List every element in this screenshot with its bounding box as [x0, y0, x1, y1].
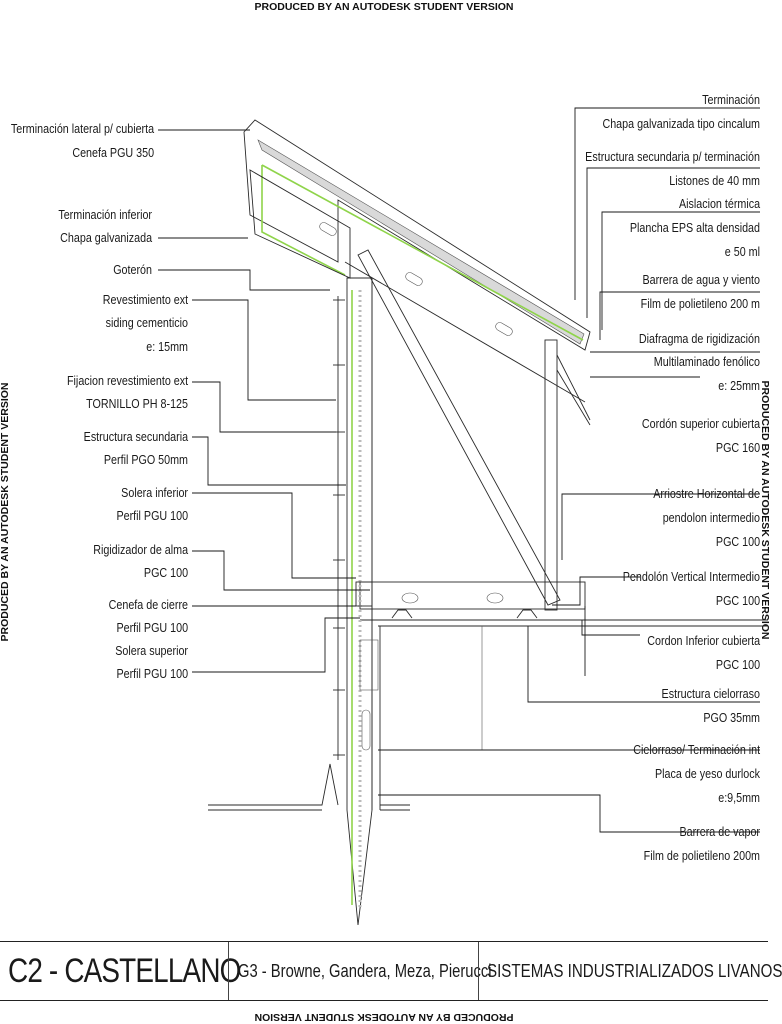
label-barrera-vapor-l2: Film de polietileno 200m [644, 849, 760, 863]
left-labels: Terminación lateral p/ cubierta Cenefa P… [11, 122, 189, 681]
left-leaders [158, 129, 370, 673]
label-cordon-superior-l1: Cordón superior cubierta [642, 417, 761, 431]
label-fijacion-l2: TORNILLO PH 8-125 [86, 397, 188, 411]
label-diafragma-l2: Multilaminado fenólico [654, 355, 760, 369]
group-members: G3 - Browne, Gandera, Meza, Pierucci [238, 960, 492, 981]
watermark-bottom: PRODUCED BY AN AUTODESK STUDENT VERSION [254, 1011, 513, 1023]
label-solera-inferior-l2: Perfil PGU 100 [116, 509, 188, 523]
bottom-chord [359, 581, 586, 610]
label-terminacion-l2: Chapa galvanizada tipo cincalum [602, 117, 760, 131]
break-line-left [208, 763, 339, 806]
label-revestimiento-l2: siding cementicio [106, 316, 188, 330]
right-leaders [378, 107, 760, 833]
label-revestimiento-l1: Revestimiento ext [103, 293, 189, 307]
watermark-top: PRODUCED BY AN AUTODESK STUDENT VERSION [254, 1, 513, 13]
label-rigidizador-l2: PGC 100 [144, 566, 189, 580]
roof-eave-assembly [208, 119, 768, 926]
label-goteron: Goterón [113, 263, 152, 277]
label-cielorraso-l2: Placa de yeso durlock [655, 767, 760, 781]
cordon-inner-edge [344, 261, 586, 403]
roof-membrane-line [261, 164, 584, 341]
ceiling-clips [391, 592, 538, 619]
label-revestimiento-l3: e: 15mm [146, 340, 188, 354]
label-solera-superior-l2: Perfil PGU 100 [116, 667, 188, 681]
label-barrera-agua-l1: Barrera de agua y viento [642, 273, 760, 287]
label-arriostre-l1: Arriostre Horizontal de [653, 487, 760, 501]
label-diafragma-l1: Diafragma de rigidización [639, 332, 760, 346]
label-estructura-secundaria-l1: Estructura secundaria [84, 430, 189, 444]
label-estructura-secundaria-l2: Perfil PGO 50mm [104, 453, 188, 467]
label-arriostre-l2: pendolon intermedio [663, 511, 760, 525]
fascia-membrane-line [261, 165, 346, 276]
label-terminacion-l1: Terminación [702, 93, 760, 107]
label-rigidizador-l1: Rigidizador de alma [93, 543, 188, 557]
label-solera-superior-l1: Solera superior [115, 644, 188, 658]
right-labels: Terminación Chapa galvanizada tipo cinca… [585, 93, 761, 863]
label-aislacion-l3: e 50 ml [725, 245, 760, 259]
label-cordon-inferior-l2: PGC 100 [716, 658, 761, 672]
title-block: C2 - CASTELLANO G3 - Browne, Gandera, Me… [0, 941, 782, 1001]
siding-screws [333, 299, 345, 756]
roof-insulation-band [257, 139, 585, 345]
roof-fascia-outline [243, 119, 591, 351]
label-terminacion-inferior-l2: Chapa galvanizada [60, 231, 152, 245]
pendolon-brace-2 [556, 369, 591, 426]
label-estructura-terminacion-l2: Listones de 40 mm [669, 174, 760, 188]
label-diafragma-l3: e: 25mm [718, 379, 760, 393]
label-estructura-cielorraso-l2: PGO 35mm [703, 711, 760, 725]
label-aislacion-l2: Plancha EPS alta densidad [630, 221, 760, 235]
cenefa-cierre-profile [355, 581, 373, 607]
cordon-web-holes [319, 222, 513, 336]
label-cenefa-cierre-l2: Perfil PGU 100 [116, 621, 188, 635]
label-barrera-vapor-l1: Barrera de vapor [679, 825, 760, 839]
wall-web-hole [361, 709, 371, 751]
label-cielorraso-l3: e:9,5mm [718, 791, 760, 805]
label-cenefa-cierre-l1: Cenefa de cierre [109, 598, 188, 612]
watermark-left: PRODUCED BY AN AUTODESK STUDENT VERSION [0, 382, 11, 641]
label-pendolon-l2: PGC 100 [716, 594, 761, 608]
title-divider-1 [228, 942, 229, 1000]
label-terminacion-inferior-l1: Terminación inferior [58, 208, 152, 222]
label-fijacion-l1: Fijacion revestimiento ext [67, 374, 189, 388]
label-terminacion-lateral-l1: Terminación lateral p/ cubierta [11, 122, 155, 136]
upper-plate-profile [359, 639, 379, 691]
label-solera-inferior-l1: Solera inferior [121, 486, 188, 500]
label-aislacion-l1: Aislacion térmica [679, 197, 761, 211]
label-cordon-superior-l2: PGC 160 [716, 441, 761, 455]
label-pendolon-l1: Pendolón Vertical Intermedio [623, 570, 760, 584]
label-arriostre-l3: PGC 100 [716, 535, 761, 549]
label-cielorraso-l1: Cielorraso/ Terminación int [633, 743, 761, 757]
pendolon-brace [556, 354, 591, 421]
label-estructura-cielorraso-l1: Estructura cielorraso [662, 687, 760, 701]
label-terminacion-lateral-l2: Cenefa PGU 350 [72, 146, 154, 160]
vertical-pendolon [544, 339, 558, 611]
project-code: C2 - CASTELLANO [8, 951, 241, 990]
course-name: SISTEMAS INDUSTRIALIZADOS LIVANOS [487, 960, 782, 981]
label-cordon-inferior-l1: Cordon Inferior cubierta [647, 634, 760, 648]
watermark-right: PRODUCED BY AN AUTODESK STUDENT VERSION [759, 380, 771, 639]
label-barrera-agua-l2: Film de polietileno 200 m [641, 297, 760, 311]
label-estructura-terminacion-l1: Estructura secundaria p/ terminación [585, 150, 760, 164]
exterior-wall-outline [346, 277, 373, 926]
title-divider-2 [478, 942, 479, 1000]
diagonal-strut [357, 249, 561, 606]
